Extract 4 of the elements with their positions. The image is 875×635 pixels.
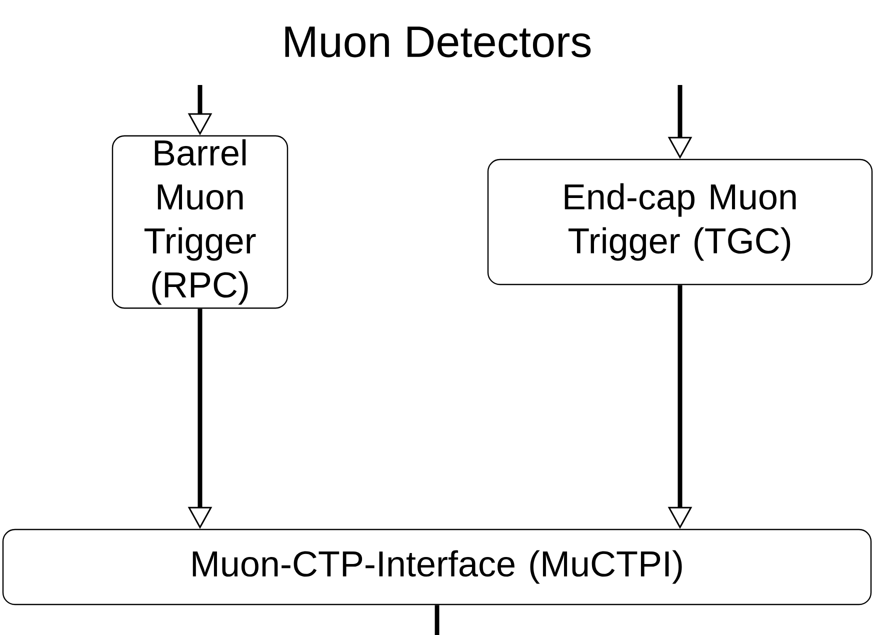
title: Muon Detectors (285, 26, 591, 58)
process-box: Muon-CTP-Interface (MuCTPI) (2, 528, 872, 606)
process-box: Barrel Muon Trigger (RPC) (112, 135, 288, 309)
process-box: End-cap Muon Trigger (TGC) (487, 158, 873, 286)
